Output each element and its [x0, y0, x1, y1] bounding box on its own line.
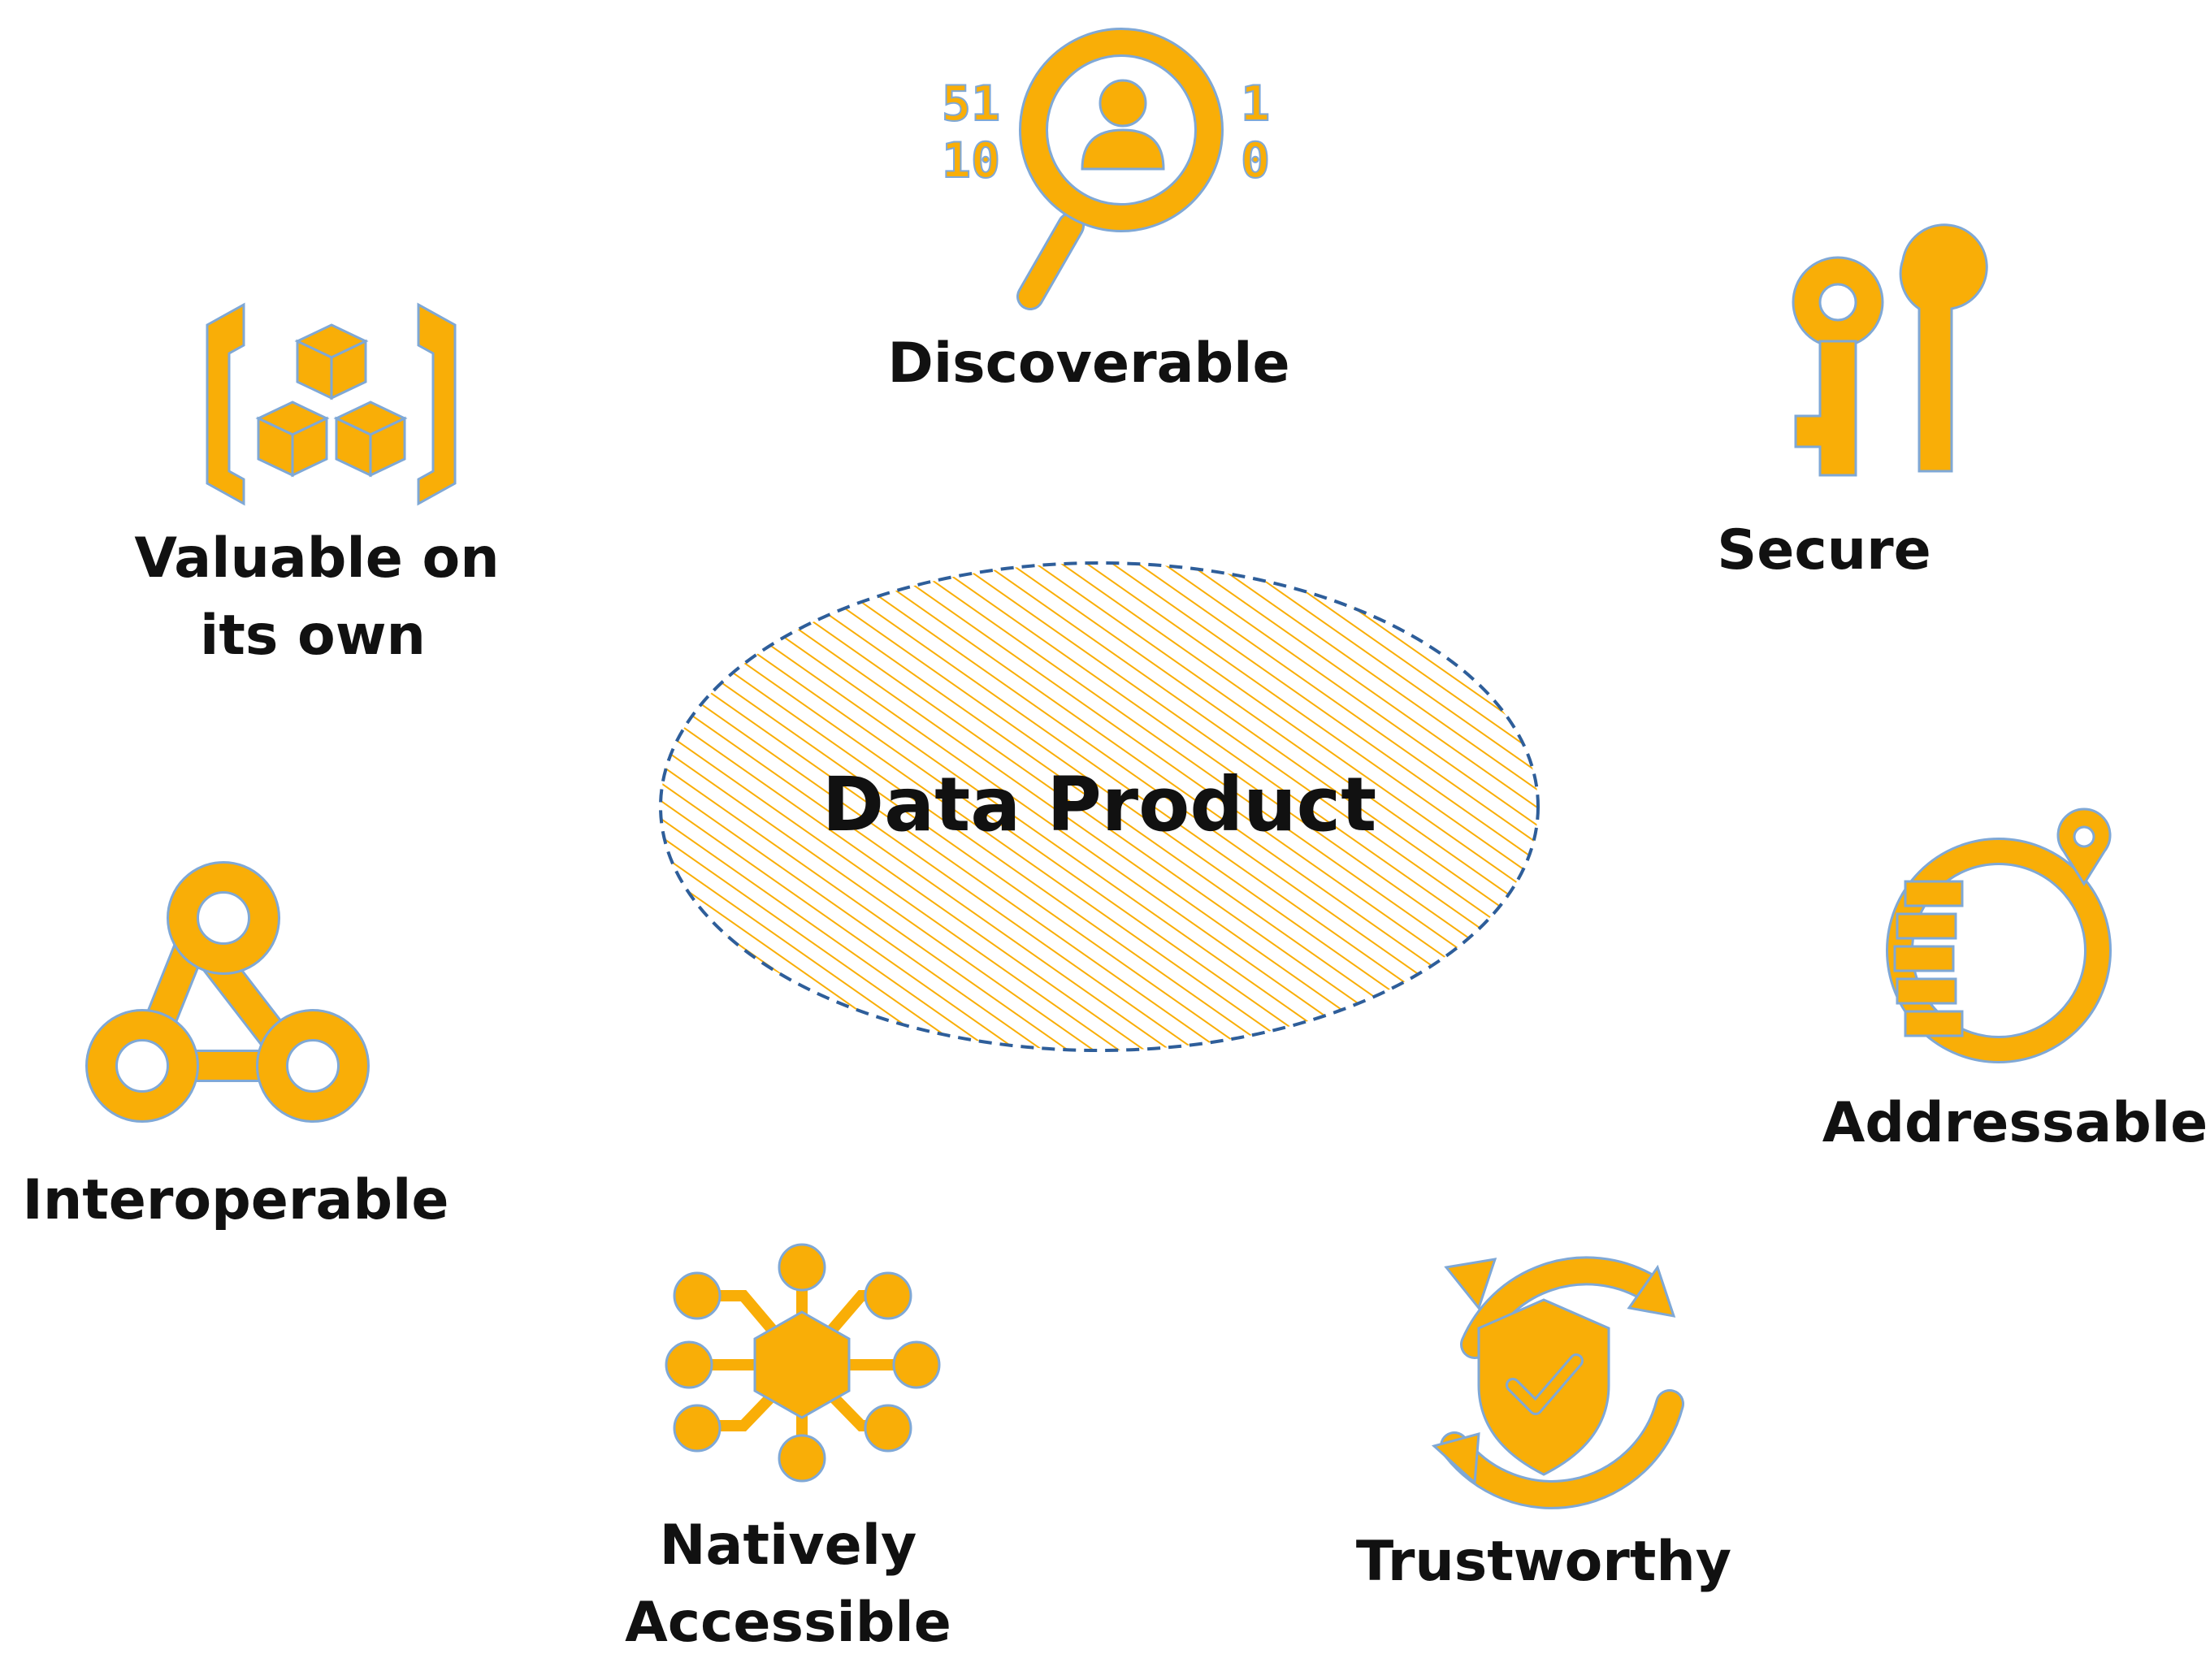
property-natively-accessible: Natively Accessible: [625, 1243, 951, 1655]
center-node: Data Product: [659, 561, 1540, 1052]
label-accessible: Accessible: [625, 1591, 951, 1655]
hub-network-icon: [665, 1243, 941, 1483]
label-valuable-line1: Valuable on: [134, 526, 499, 591]
label-interoperable: Interoperable: [23, 1168, 449, 1232]
cube-left: [255, 401, 330, 478]
label-valuable-line2: its own: [200, 604, 426, 668]
linked-rings-icon: [85, 861, 370, 1123]
property-addressable: Addressable: [1822, 808, 2208, 1155]
label-natively: Natively: [660, 1513, 917, 1578]
binary-left-bottom: 10: [942, 132, 1000, 189]
cube-right: [333, 401, 408, 478]
property-trustworthy: Trustworthy: [1356, 1256, 1731, 1594]
label-discoverable: Discoverable: [887, 331, 1289, 396]
bracketed-cubes-icon: [206, 302, 457, 506]
center-label: Data Product: [822, 761, 1376, 848]
property-interoperable: Interoperable: [23, 861, 449, 1232]
property-valuable: Valuable on its own: [134, 302, 500, 668]
binary-right-bottom: 0: [1241, 132, 1270, 189]
center-hatch-fill: [661, 563, 1538, 1050]
property-secure: Secure: [1717, 223, 1988, 582]
shield-check-refresh-icon: [1431, 1256, 1684, 1509]
label-secure: Secure: [1717, 518, 1930, 582]
label-addressable: Addressable: [1822, 1091, 2208, 1155]
keys-icon: [1792, 223, 1988, 477]
property-discoverable: 51 10 1 0 Discoverable: [887, 28, 1290, 396]
cube-top: [294, 323, 369, 401]
binary-left-top: 51: [942, 76, 1000, 132]
center-dashed-border: [659, 561, 1540, 1052]
location-ring-icon: [1886, 808, 2112, 1063]
binary-right-top: 1: [1241, 76, 1270, 132]
label-trustworthy: Trustworthy: [1356, 1530, 1731, 1594]
magnifier-user-binary-icon: 51 10 1 0: [941, 28, 1271, 310]
